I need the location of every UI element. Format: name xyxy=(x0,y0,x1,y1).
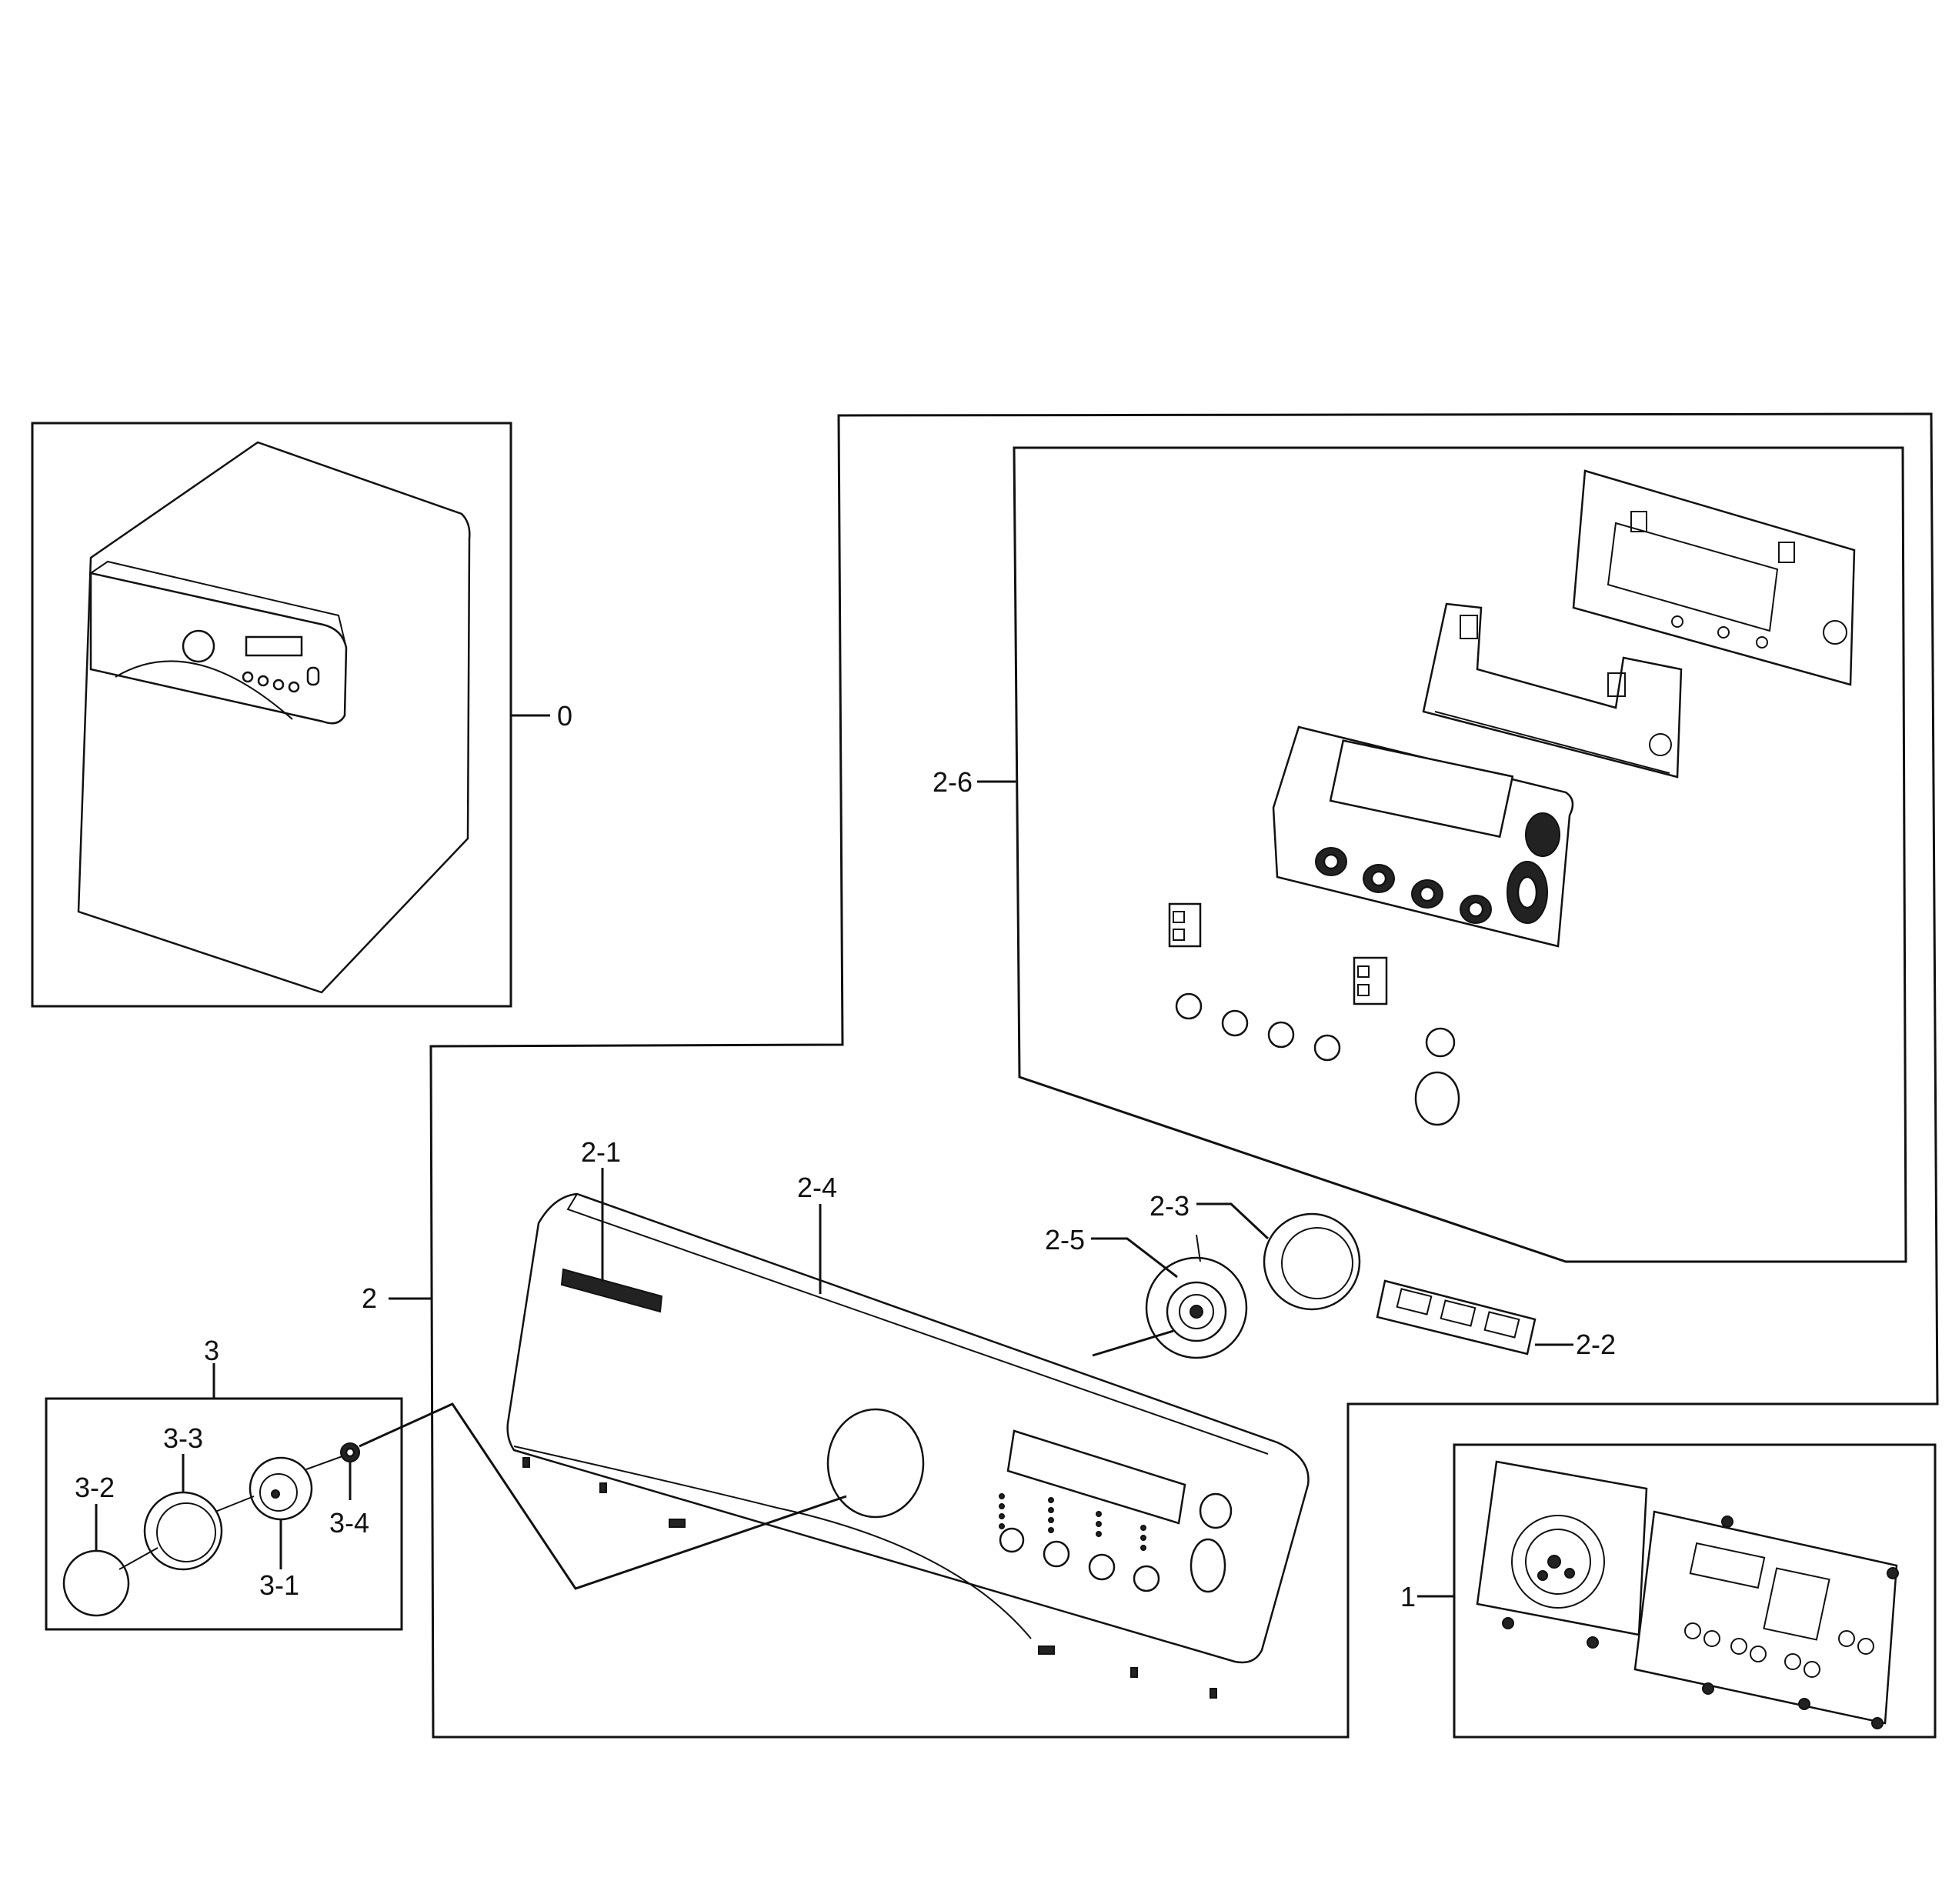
callout-3-2: 3-2 xyxy=(75,1472,115,1503)
display-window xyxy=(1006,1429,1186,1525)
ring-2-3 xyxy=(1263,1212,1361,1311)
power-button xyxy=(1414,1071,1460,1126)
appliance-display xyxy=(245,635,303,657)
button-cap-1 xyxy=(1175,992,1203,1020)
button-cap-5 xyxy=(1425,1027,1456,1058)
knob-opening xyxy=(826,1408,925,1519)
group-0-appliance: 0 xyxy=(31,422,572,1008)
button-cap-2 xyxy=(1221,1009,1249,1037)
callout-2-5: 2-5 xyxy=(1045,1224,1085,1255)
assembly-path xyxy=(359,1402,847,1590)
callout-1: 1 xyxy=(1400,1581,1416,1612)
badge-2-1 xyxy=(560,1268,663,1313)
knob-cap-3-2 xyxy=(62,1549,130,1617)
callout-3-3: 3-3 xyxy=(163,1422,203,1454)
callout-3-1: 3-1 xyxy=(259,1569,299,1601)
callout-2-1: 2-1 xyxy=(581,1136,621,1168)
holder-frame-top xyxy=(1572,469,1856,686)
leader-2-3 xyxy=(1196,1202,1270,1240)
pcb-left-section xyxy=(1476,1460,1648,1636)
callout-2-4: 2-4 xyxy=(797,1172,837,1203)
box-2 xyxy=(429,412,1939,1739)
box-1 xyxy=(1453,1443,1937,1739)
box-2-6 xyxy=(1013,446,1907,1263)
appliance-knob xyxy=(182,629,215,663)
group-2-control-panel: 2 2-4 2-1 2-5 xyxy=(362,412,1939,1739)
clip-2-2 xyxy=(1376,1279,1537,1355)
group-3-knob: 3 3-2 3-3 3-1 3-4 xyxy=(45,1335,847,1631)
callout-2-2: 2-2 xyxy=(1576,1329,1616,1360)
callout-3-4: 3-4 xyxy=(329,1507,369,1539)
group-1-main-pcb: 1 xyxy=(1400,1443,1937,1739)
callout-0: 0 xyxy=(557,700,572,732)
button-cap-3 xyxy=(1267,1021,1295,1049)
small-holder-right xyxy=(1353,956,1388,1005)
box-3 xyxy=(45,1397,403,1631)
callout-2: 2 xyxy=(362,1282,377,1314)
group-2-6-holders: 2-6 xyxy=(933,446,1907,1263)
gasket-middle xyxy=(1422,602,1683,779)
leader-2-5 xyxy=(1091,1237,1178,1279)
button-cap-4 xyxy=(1313,1034,1341,1062)
cabinet xyxy=(77,441,471,994)
callout-2-6: 2-6 xyxy=(933,766,973,798)
callout-2-3: 2-3 xyxy=(1150,1190,1190,1222)
callout-3: 3 xyxy=(204,1335,219,1366)
